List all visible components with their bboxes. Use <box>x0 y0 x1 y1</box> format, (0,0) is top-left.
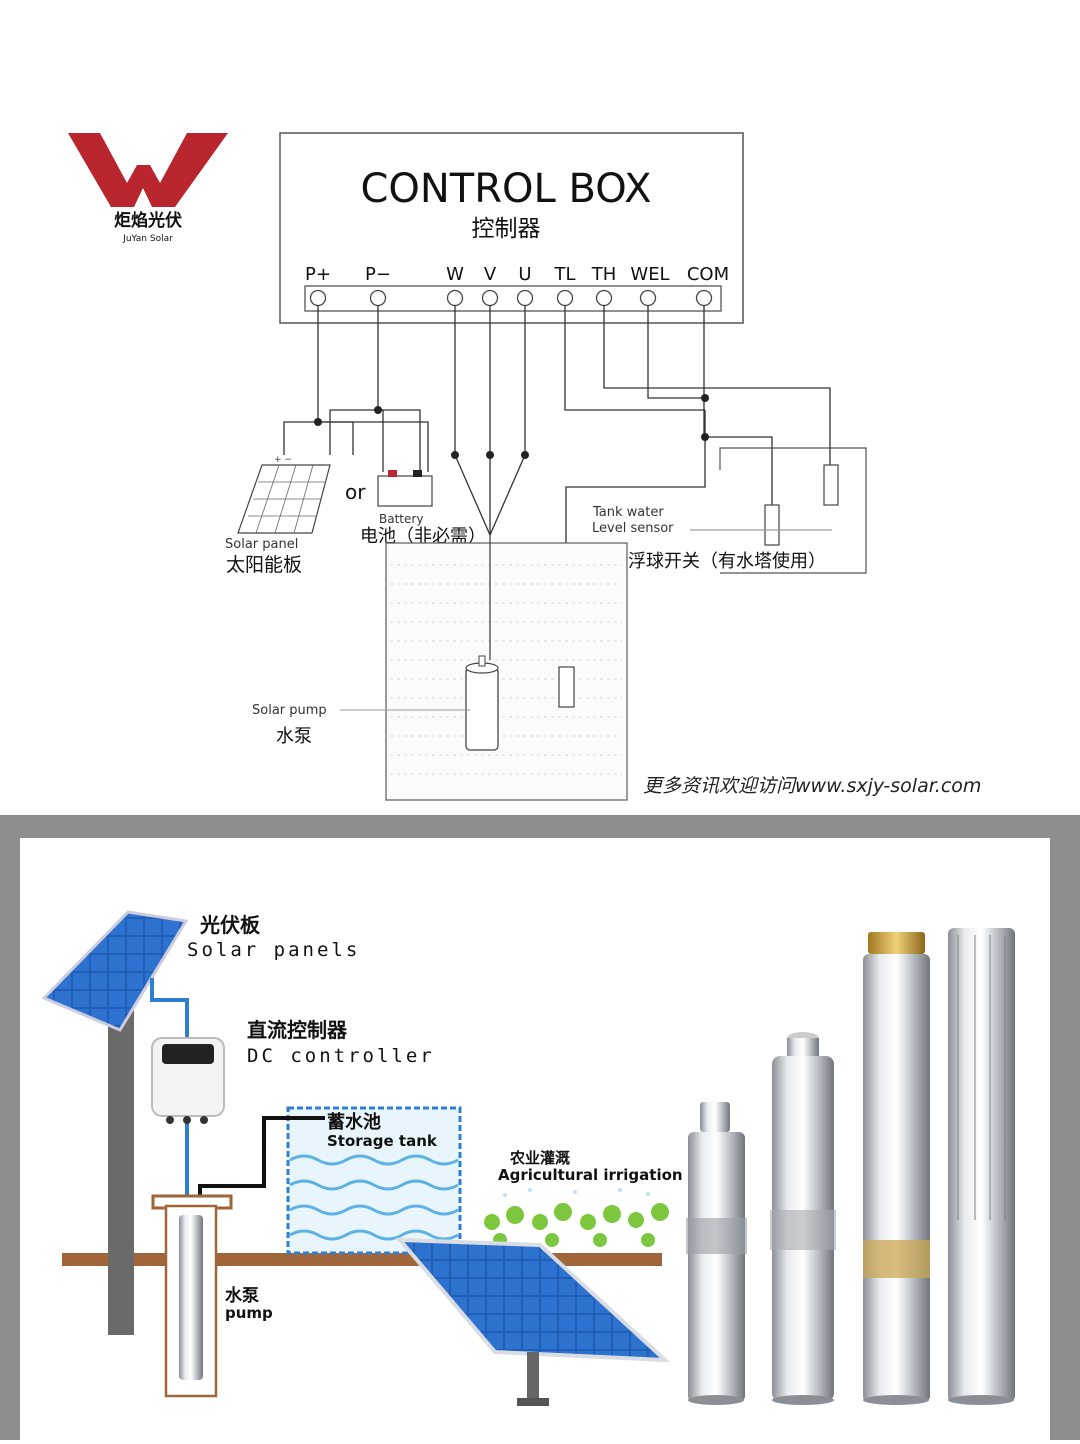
terminal-screw <box>639 289 657 307</box>
pump-product-3 <box>863 932 930 1405</box>
terminal-label-p-plus: P+ <box>305 264 331 285</box>
tank-sensor-label-en-2: Level sensor <box>592 521 674 536</box>
terminal-screw <box>446 289 464 307</box>
tank-sensor-label-cn: 浮球开关（有水塔使用） <box>628 551 826 572</box>
pump-product-2 <box>770 1032 836 1405</box>
wiring-diagram-svg: 炬焰光伏 JuYan Solar CONTROL BOX 控制器 P+ P− W… <box>68 132 981 801</box>
terminal-label-p-minus: P− <box>365 264 391 285</box>
ground-solar-array <box>395 1237 671 1406</box>
pump-label-cn-bottom: 水泵 <box>225 1285 259 1306</box>
terminal-screws <box>309 289 713 307</box>
well-level-sensor <box>558 666 575 708</box>
system-illustration-svg: 光伏板 Solar panels 直流控制器 DC controller 蓄水池… <box>41 910 1015 1406</box>
controller-label-cn: 直流控制器 <box>247 1018 348 1042</box>
float-switch-upper <box>823 464 839 506</box>
controller-label-en: DC controller <box>247 1045 435 1067</box>
tank-sensor-label-en-1: Tank water <box>592 505 664 520</box>
pump-label-cn: 水泵 <box>276 726 312 747</box>
float-switch-lower <box>764 504 780 546</box>
control-box-title-cn: 控制器 <box>472 216 541 242</box>
storage-tank <box>288 1108 460 1253</box>
irrigation-plants <box>484 1188 669 1247</box>
panels-label-en: Solar panels <box>187 939 360 961</box>
panel-cable <box>150 978 189 1040</box>
pump-label-en-bottom: pump <box>225 1304 273 1322</box>
system-illustration: 光伏板 Solar panels 直流控制器 DC controller 蓄水池… <box>20 838 1050 1440</box>
logo-text-en: JuYan Solar <box>122 234 173 244</box>
pump-in-well <box>179 1215 203 1380</box>
terminal-label-w: W <box>446 264 464 285</box>
control-box-frame <box>279 132 744 324</box>
terminal-screw <box>369 289 387 307</box>
terminal-label-wel: WEL <box>630 264 669 285</box>
well-outline <box>385 542 628 801</box>
logo-w-mark <box>68 133 228 207</box>
solar-panel-label-cn: 太阳能板 <box>226 554 302 576</box>
top-solar-panel <box>41 910 189 1032</box>
terminal-label-com: COM <box>687 264 729 285</box>
terminal-screw <box>556 289 574 307</box>
terminal-screw <box>481 289 499 307</box>
terminal-label-th: TH <box>591 264 617 285</box>
ground-line <box>62 1253 662 1266</box>
panels-label-cn: 光伏板 <box>199 913 261 937</box>
pump-label-en: Solar pump <box>252 703 327 718</box>
control-box-title: CONTROL BOX <box>360 166 651 212</box>
terminal-label-u: U <box>518 264 531 285</box>
or-label: or <box>345 480 366 504</box>
pump-product-1 <box>686 1102 747 1405</box>
panel-pole <box>108 1000 134 1335</box>
terminal-screw <box>516 289 534 307</box>
terminal-screw <box>595 289 613 307</box>
junction-dots <box>314 394 709 459</box>
battery-label-en: Battery <box>379 512 423 526</box>
solar-panel-drawing: + − <box>237 455 331 534</box>
tank-label-en: Storage tank <box>327 1132 438 1150</box>
dc-controller-device <box>151 1037 225 1124</box>
juyan-logo: 炬焰光伏 JuYan Solar <box>68 133 228 244</box>
well-pump-drawing <box>465 655 499 751</box>
terminal-labels: P+ P− W V U TL TH WEL COM <box>305 264 729 285</box>
water-pipe <box>198 1116 325 1196</box>
website-text: 更多资讯欢迎访问www.sxjy-solar.com <box>643 775 981 797</box>
terminal-screw <box>309 289 327 307</box>
irrigation-label-en: Agricultural irrigation <box>498 1166 683 1184</box>
water-tower-frame <box>719 447 867 574</box>
tank-waves <box>289 1154 459 1241</box>
svg-text:+ −: + − <box>274 455 292 465</box>
solar-panel-label-en: Solar panel <box>225 537 298 552</box>
battery-drawing <box>377 470 433 507</box>
terminal-strip <box>304 285 722 312</box>
terminal-screw <box>695 289 713 307</box>
irrigation-label-cn: 农业灌溉 <box>509 1149 570 1167</box>
terminal-label-tl: TL <box>553 264 575 285</box>
wires <box>283 305 831 667</box>
terminal-label-v: V <box>484 264 497 285</box>
battery-label-cn: 电池（非必需） <box>360 526 486 547</box>
logo-text-cn: 炬焰光伏 <box>114 210 182 231</box>
pump-product-4 <box>948 928 1015 1405</box>
wiring-diagram: 炬焰光伏 JuYan Solar CONTROL BOX 控制器 P+ P− W… <box>68 132 982 801</box>
tank-label-cn: 蓄水池 <box>327 1111 381 1133</box>
